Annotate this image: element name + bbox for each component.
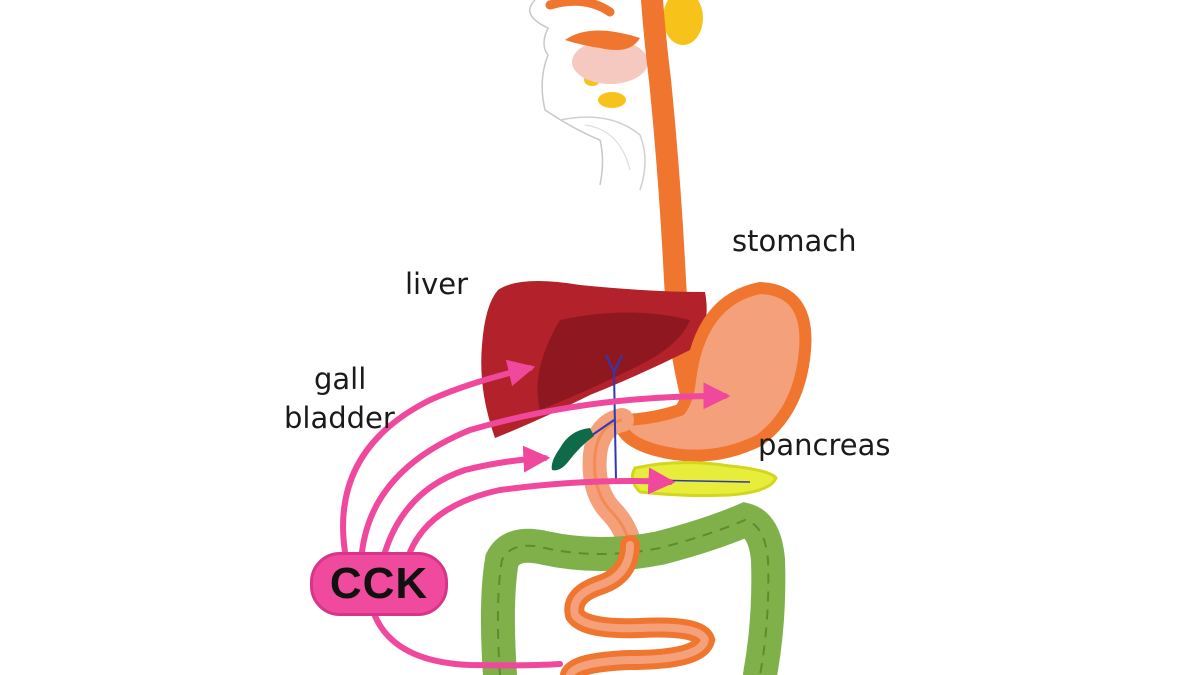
head-outline (529, 0, 646, 191)
arrow-to-liver (340, 359, 536, 555)
small-intestine (560, 535, 716, 675)
label-gall-bladder-line1: gall (314, 362, 367, 396)
gall-bladder-organ (551, 428, 594, 471)
arrow-to-gall-bladder (382, 445, 551, 555)
label-stomach: stomach (732, 224, 857, 258)
cck-hormone-badge: CCK (310, 552, 448, 616)
arrow-to-pancreas (407, 467, 676, 555)
cck-label: CCK (329, 559, 429, 608)
arrow-to-small-intestine (372, 613, 563, 669)
liver-organ (481, 281, 707, 438)
salivary-glands (584, 0, 703, 108)
stomach-organ (614, 282, 812, 462)
label-pancreas: pancreas (758, 428, 891, 462)
cck-arrows (340, 359, 731, 669)
large-intestine (480, 502, 786, 675)
arrow-to-stomach (359, 382, 731, 555)
mouth-cavity (545, 0, 648, 84)
label-liver: liver (405, 267, 469, 301)
label-gall-bladder-line2: bladder (284, 401, 395, 435)
